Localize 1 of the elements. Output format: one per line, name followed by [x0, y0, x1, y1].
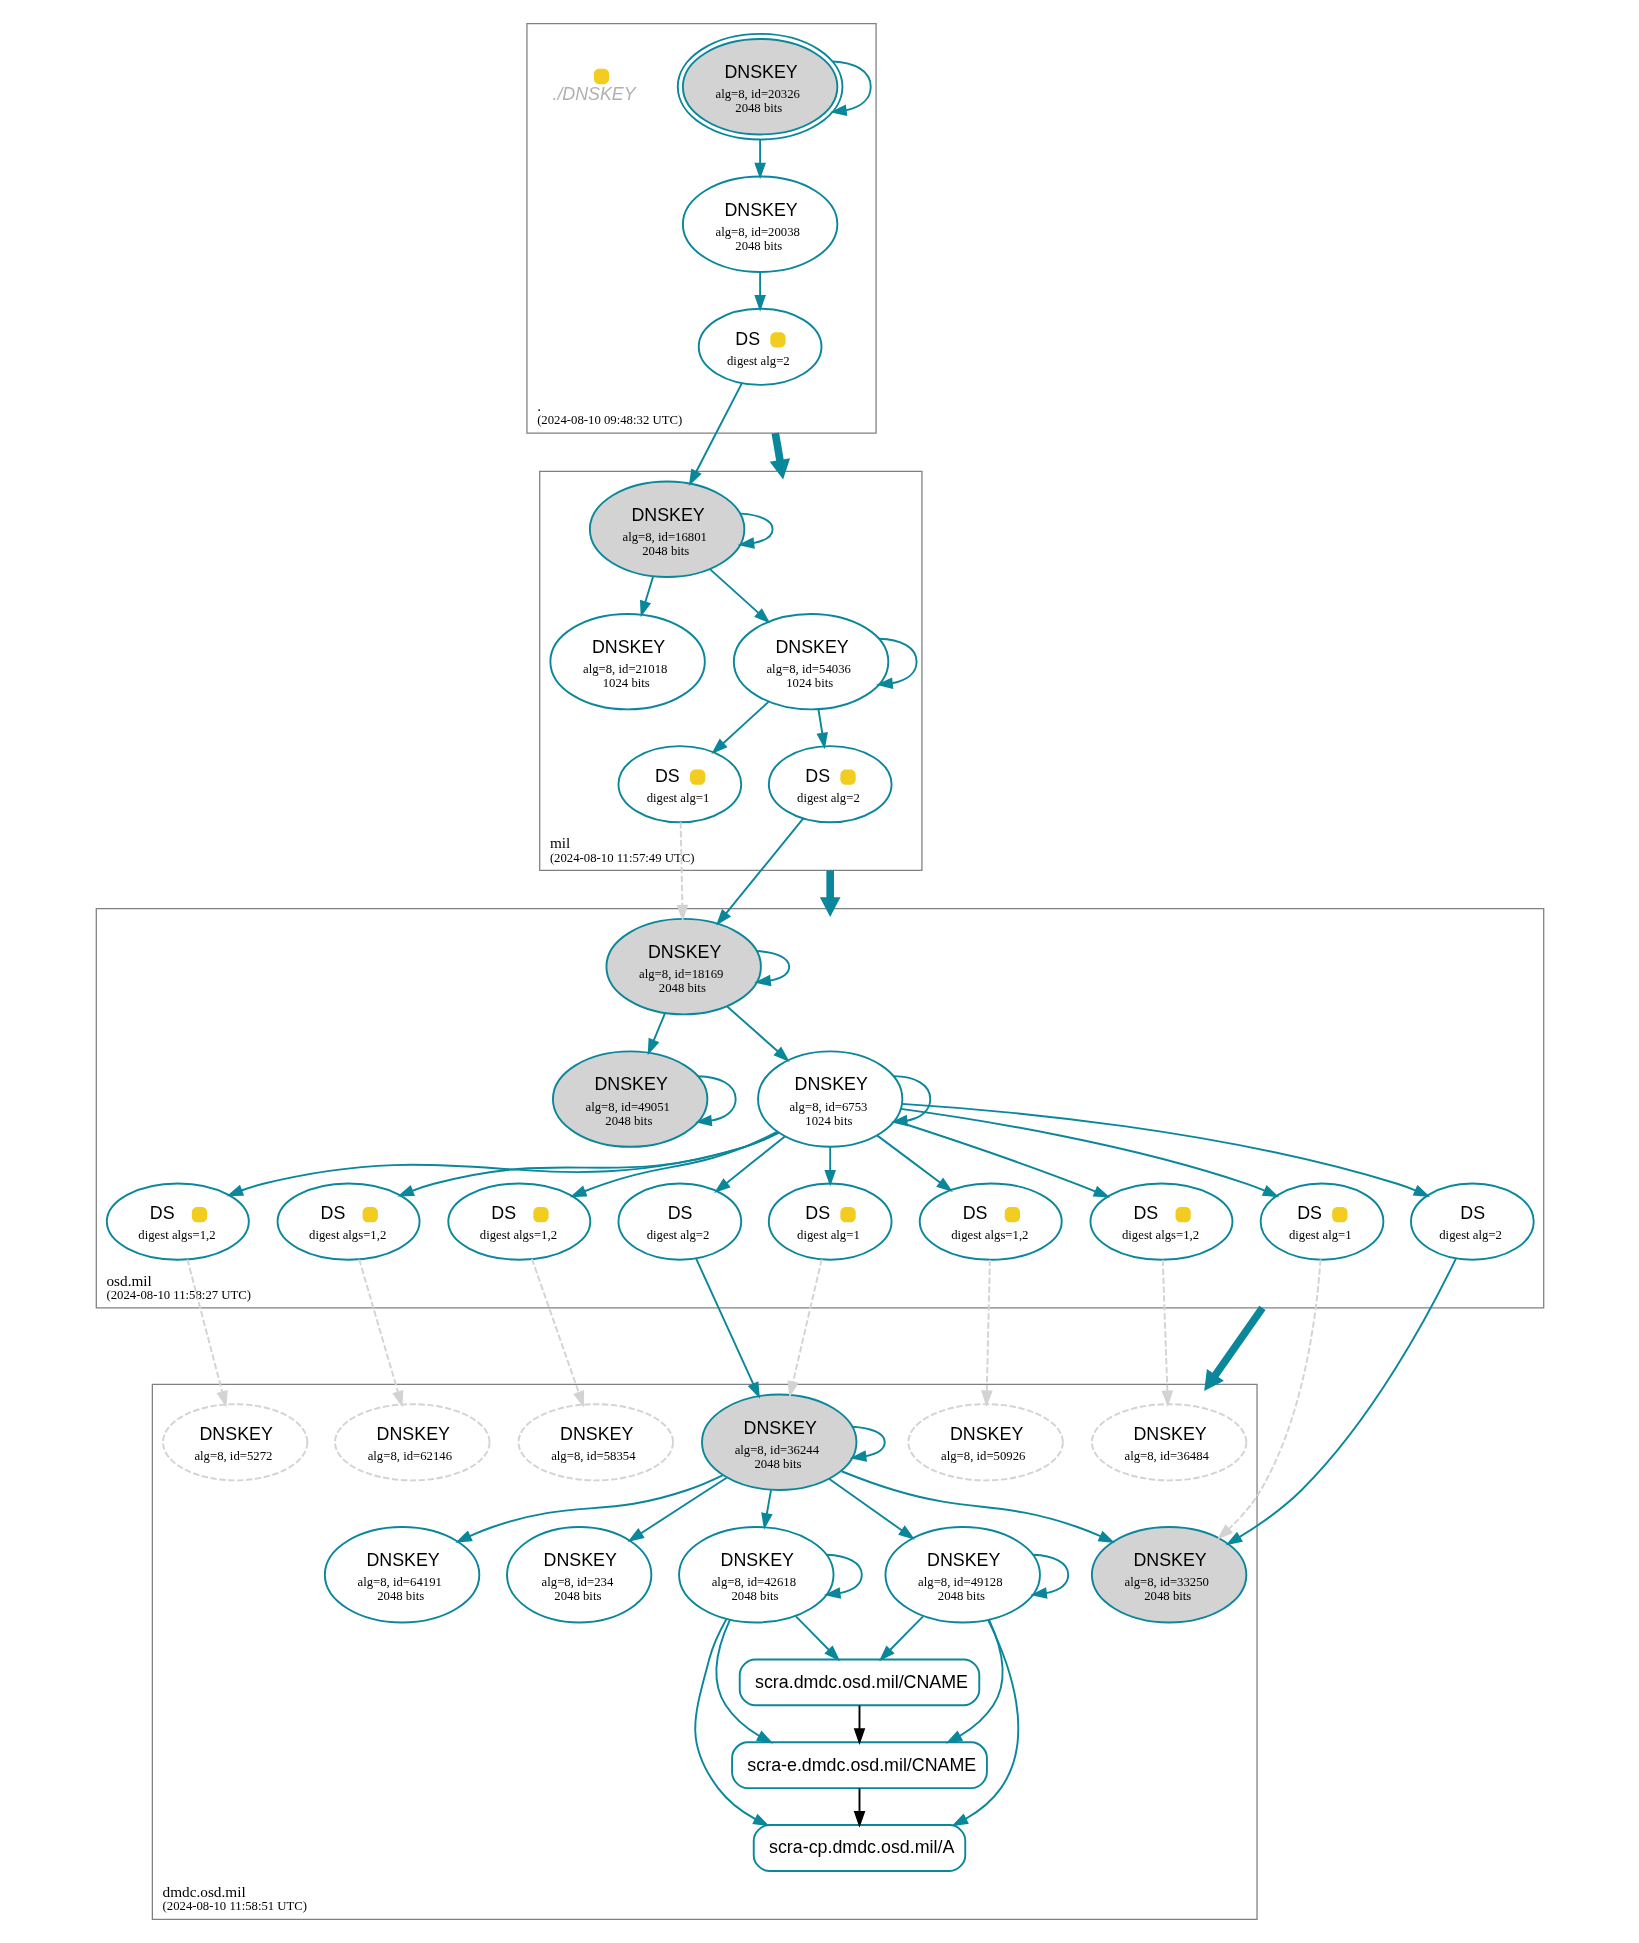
node-label: ./DNSKEY	[551, 83, 636, 104]
